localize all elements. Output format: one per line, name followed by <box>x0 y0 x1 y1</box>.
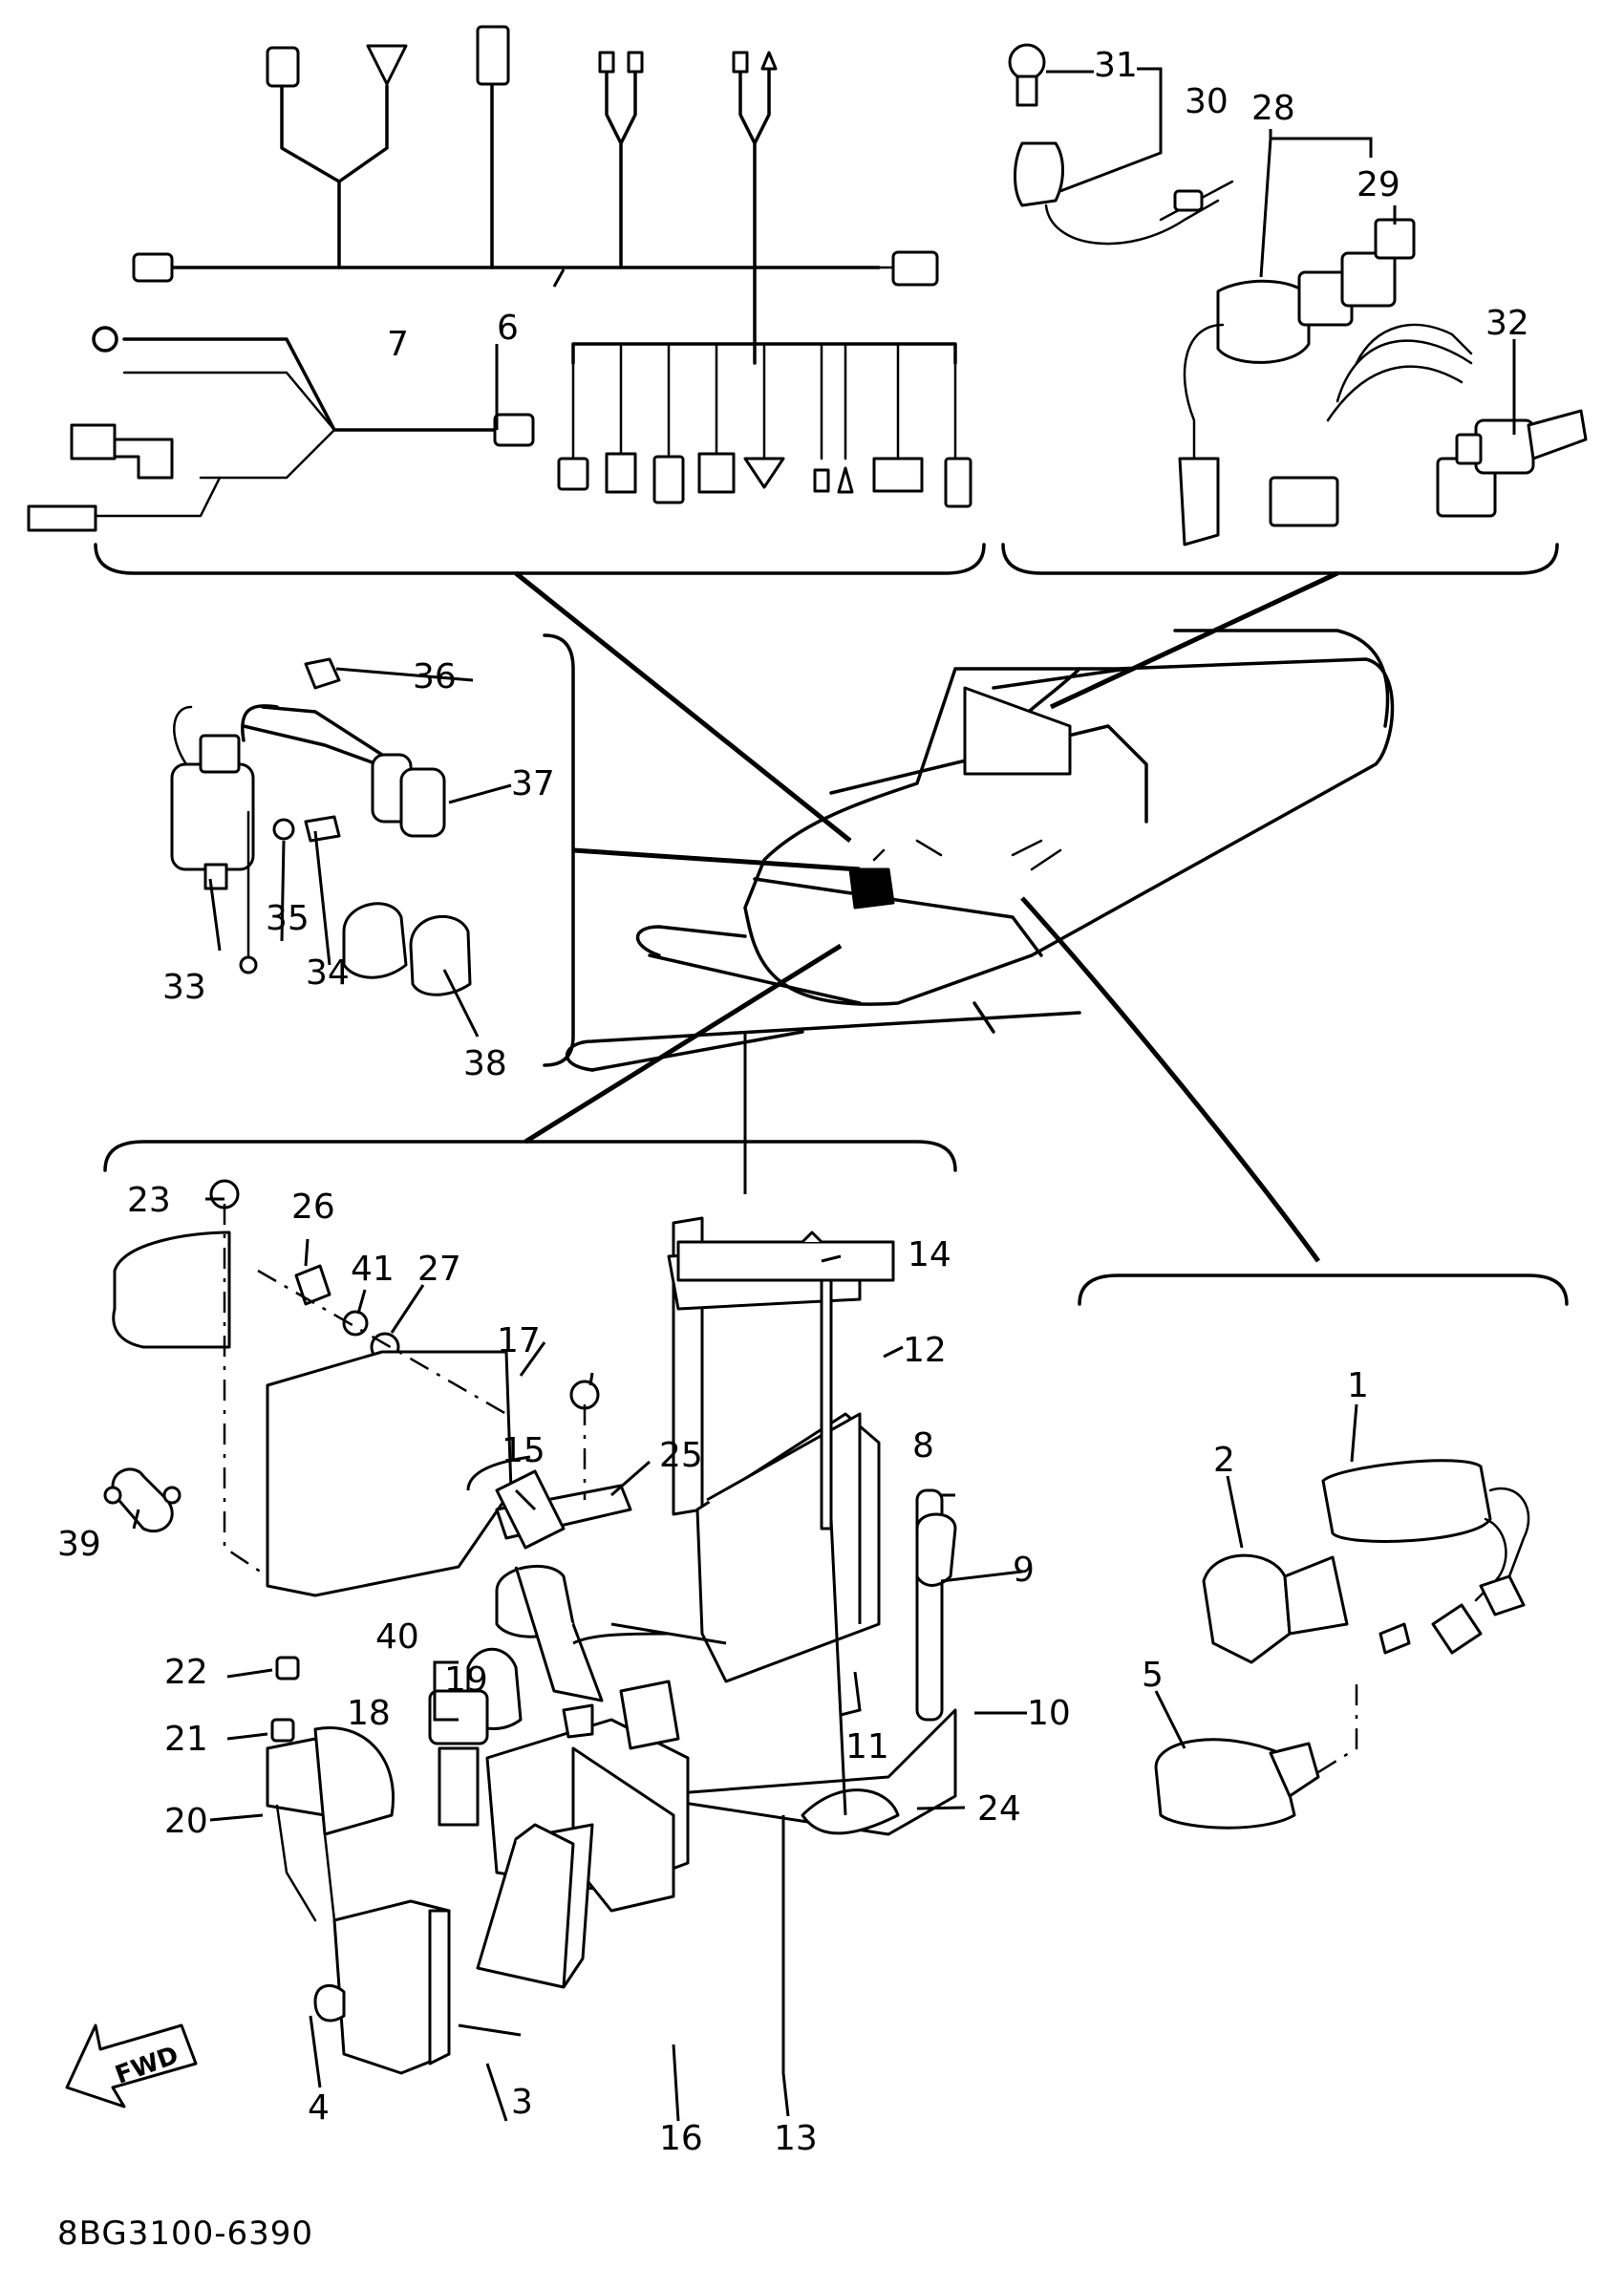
switch-group-frame <box>1001 543 1559 575</box>
callout-29: 29 <box>1357 165 1400 204</box>
callout-numbers: 1 2 3 4 5 6 7 8 9 10 11 12 13 14 16 15 1… <box>57 46 1529 2158</box>
harness-group-frame <box>94 543 986 575</box>
snowmobile-outline-drawing <box>566 629 1395 1072</box>
pointer-arrow-ignition <box>572 847 861 872</box>
electrical-group-frame <box>103 1140 957 1172</box>
catalog-code: 8BG3100-6390 <box>57 2215 314 2253</box>
callout-9: 9 <box>1013 1551 1035 1590</box>
callout-21: 21 <box>164 1720 208 1759</box>
callout-8: 8 <box>912 1426 934 1466</box>
wire-harness-drawing <box>27 25 972 532</box>
callout-41: 41 <box>351 1250 395 1289</box>
pointer-arrow-harness <box>514 571 852 843</box>
callout-20: 20 <box>164 1802 208 1841</box>
callout-12: 12 <box>903 1331 947 1370</box>
callout-1: 1 <box>1347 1366 1369 1405</box>
callout-39: 39 <box>57 1525 101 1564</box>
callout-5: 5 <box>1142 1656 1164 1695</box>
pointer-arrow-electrical <box>524 943 843 1145</box>
callout-3: 3 <box>511 2083 533 2122</box>
callout-15: 15 <box>502 1431 545 1470</box>
electrical-box-drawing <box>103 1032 957 2075</box>
callout-26: 26 <box>291 1188 335 1227</box>
callout-33: 33 <box>162 968 206 1007</box>
callout-7: 7 <box>387 325 409 364</box>
callout-11: 11 <box>845 1727 889 1766</box>
callout-13: 13 <box>774 2119 818 2158</box>
callout-27: 27 <box>417 1250 461 1289</box>
callout-22: 22 <box>164 1653 208 1692</box>
ignition-group-drawing <box>170 657 472 996</box>
callout-6: 6 <box>497 309 519 348</box>
callout-28: 28 <box>1251 89 1295 128</box>
callout-31: 31 <box>1094 46 1138 85</box>
callout-14: 14 <box>908 1235 951 1274</box>
callout-leaders <box>132 67 1516 2122</box>
callout-18: 18 <box>347 1694 391 1733</box>
callout-40: 40 <box>375 1617 419 1657</box>
callout-25: 25 <box>659 1436 703 1475</box>
callout-23: 23 <box>127 1181 171 1220</box>
cdi-group-drawing <box>1154 1459 1530 1830</box>
cdi-group-frame <box>1078 1274 1569 1306</box>
callout-10: 10 <box>1027 1694 1071 1733</box>
callout-34: 34 <box>306 953 350 993</box>
callout-32: 32 <box>1485 304 1529 343</box>
callout-36: 36 <box>413 657 457 696</box>
callout-19: 19 <box>444 1660 488 1700</box>
callout-35: 35 <box>266 899 310 938</box>
callout-17: 17 <box>497 1321 541 1360</box>
switch-group-drawing <box>1008 43 1588 546</box>
pointer-arrow-cdi <box>1020 896 1321 1263</box>
callout-2: 2 <box>1213 1441 1235 1480</box>
callout-16: 16 <box>659 2119 703 2158</box>
forward-direction-arrow: FWD <box>65 2023 198 2108</box>
pointer-arrow-switch <box>1049 570 1339 710</box>
ignition-group-frame <box>543 633 575 1067</box>
callout-37: 37 <box>511 764 555 803</box>
callout-38: 38 <box>463 1044 507 1083</box>
callout-4: 4 <box>308 2088 330 2128</box>
callout-30: 30 <box>1185 82 1229 121</box>
callout-24: 24 <box>977 1789 1021 1829</box>
